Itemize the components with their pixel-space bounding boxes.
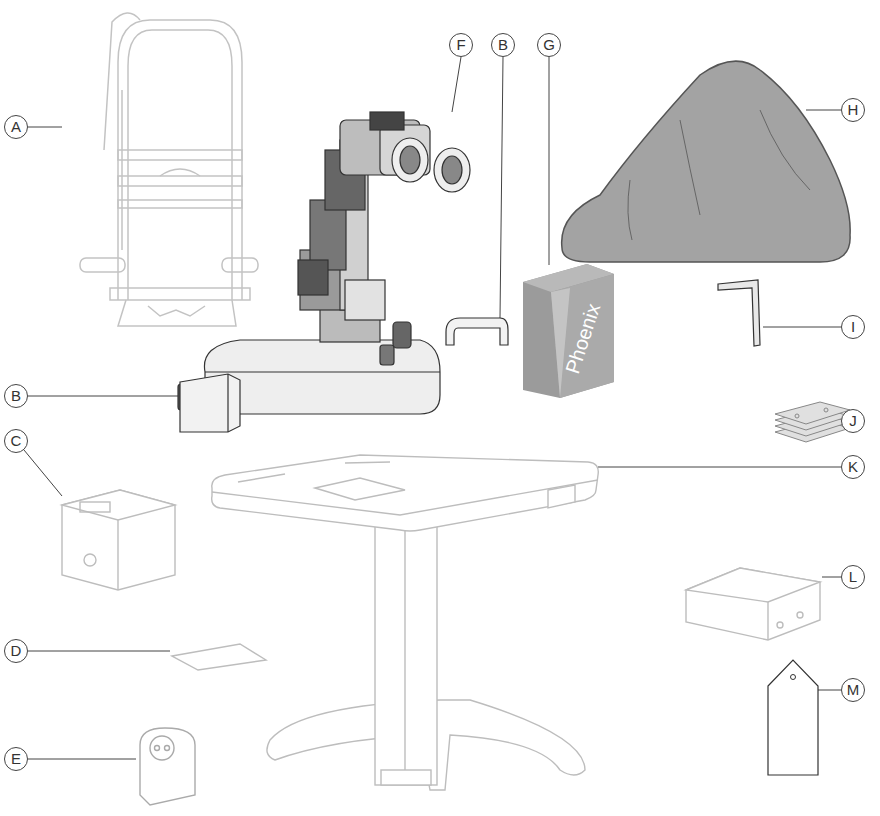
callout-letter: G — [537, 33, 561, 57]
cover-folds — [628, 110, 810, 240]
callout-letter: L — [841, 565, 865, 589]
instrument-table — [212, 455, 599, 790]
callout-letter: F — [449, 33, 473, 57]
callout-letter: K — [841, 455, 865, 479]
hex-key — [718, 280, 760, 346]
headrest — [80, 13, 258, 326]
tag — [768, 660, 818, 775]
callout-letter: I — [841, 315, 865, 339]
shim-plates — [775, 402, 850, 442]
rest-pad — [180, 318, 508, 432]
callout-letter: B — [4, 384, 28, 408]
dust-cover — [562, 61, 851, 262]
callout-letter: B — [491, 33, 515, 57]
callout-letter: C — [4, 429, 28, 453]
callout-letter: A — [4, 115, 28, 139]
callout-letter: E — [4, 747, 28, 771]
insert-card — [172, 644, 266, 670]
callout-letter: M — [841, 678, 865, 702]
control-unit — [686, 568, 820, 640]
slit-lamp — [178, 112, 470, 414]
power-supply — [62, 490, 175, 590]
plug-adapter — [140, 728, 195, 805]
callout-letter: J — [841, 409, 865, 433]
software-box — [523, 264, 614, 398]
callout-letter: D — [4, 639, 28, 663]
callout-letter: H — [841, 98, 865, 122]
